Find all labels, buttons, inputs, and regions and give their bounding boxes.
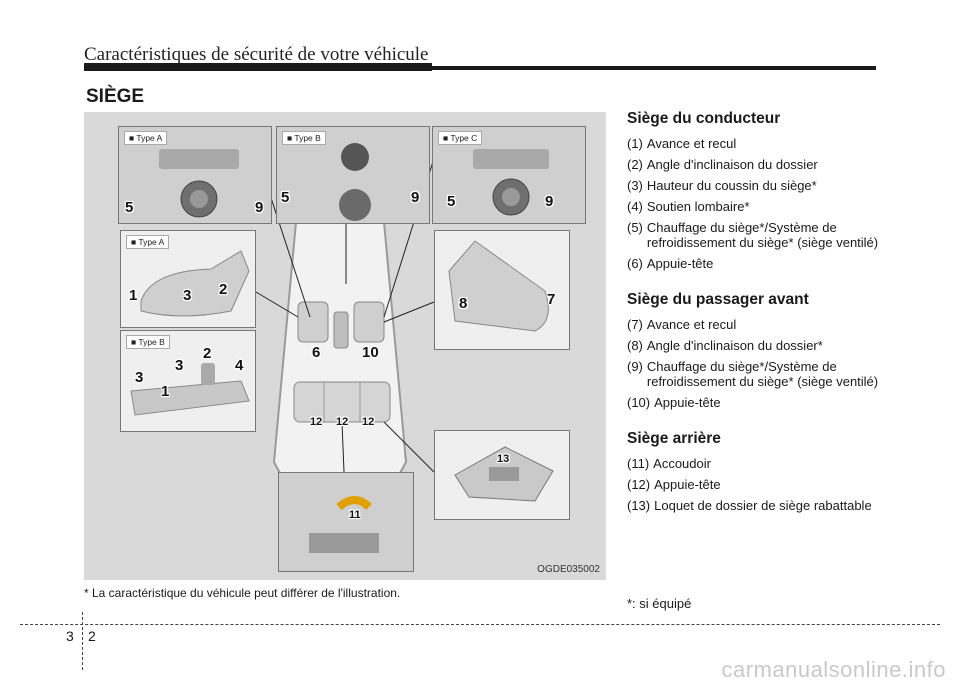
inset-passenger-seat: 8 7 (434, 230, 570, 350)
tag-type-c: ■ Type C (438, 131, 483, 145)
callout-12: 12 (336, 416, 349, 428)
tag-type-b: ■ Type B (282, 131, 326, 145)
header-rule (84, 66, 876, 70)
callout-12: 12 (310, 416, 323, 428)
tag-type-a: ■ Type A (126, 235, 170, 249)
callout-8: 8 (459, 295, 468, 312)
callout-5: 5 (125, 199, 134, 216)
armrest-arrow-icon (309, 496, 379, 553)
inset-console-type-b: ■ Type B 5 9 (276, 126, 430, 224)
list-item: (10)Appuie-tête (627, 395, 721, 410)
rear-seat-heading: Siège arrière (627, 430, 721, 447)
seat-icon (140, 250, 250, 317)
list-item: (13)Loquet de dossier de siège rabattabl… (627, 498, 872, 513)
illustration-note: * La caractéristique du véhicule peut di… (84, 586, 401, 600)
page-header-title: Caractéristiques de sécurité de votre vé… (84, 44, 429, 65)
climate-knob-icon (339, 143, 371, 221)
seat-controls-icon (130, 363, 250, 416)
list-item: (1)Avance et recul (627, 136, 737, 151)
callout-2: 2 (203, 345, 212, 362)
list-item: (5)Chauffage du siège*/Système de refroi… (627, 220, 879, 250)
inset-console-type-a: ■ Type A 5 9 (118, 126, 272, 224)
header-rule-accent (84, 63, 432, 71)
callout-7: 7 (547, 291, 556, 308)
tag-type-a: ■ Type A (124, 131, 168, 145)
list-item: (9)Chauffage du siège*/Système de refroi… (627, 359, 879, 389)
callout-9: 9 (545, 193, 554, 210)
callout-11: 11 (349, 509, 361, 521)
latch-icon (454, 446, 554, 502)
page-number: 2 (88, 628, 96, 644)
footer-divider (82, 612, 83, 670)
callout-3: 3 (175, 357, 184, 374)
footnote: *: si équipé (627, 596, 692, 611)
callout-4: 4 (235, 357, 244, 374)
driver-seat-heading: Siège du conducteur (627, 110, 781, 127)
callout-10: 10 (362, 344, 379, 361)
inset-driver-seat-type-b: ■ Type B 3 3 2 4 1 (120, 330, 256, 432)
list-item: (4)Soutien lombaire* (627, 199, 750, 214)
inset-seatback-latch: 13 (434, 430, 570, 520)
footer-rule (20, 624, 940, 625)
section-title: SIÈGE (86, 86, 145, 107)
callout-1: 1 (161, 383, 170, 400)
callout-6: 6 (312, 344, 321, 361)
callout-9: 9 (411, 189, 420, 206)
list-item: (11)Accoudoir (627, 456, 711, 471)
list-item: (8)Angle d'inclinaison du dossier* (627, 338, 823, 353)
passenger-seat-heading: Siège du passager avant (627, 291, 809, 308)
figure-code: OGDE035002 (537, 564, 600, 575)
callout-3: 3 (135, 369, 144, 386)
list-item: (3)Hauteur du coussin du siège* (627, 178, 817, 193)
callout-12: 12 (362, 416, 375, 428)
seat-icon (448, 240, 549, 332)
list-item: (6)Appuie-tête (627, 256, 714, 271)
callout-13: 13 (497, 453, 510, 465)
inset-driver-seat-type-a: ■ Type A 1 3 2 (120, 230, 256, 328)
inset-rear-armrest: 11 (278, 472, 414, 572)
callout-1: 1 (129, 287, 138, 304)
list-item: (2)Angle d'inclinaison du dossier (627, 157, 818, 172)
seat-legend: Siège du conducteur (1)Avance et recul (… (627, 110, 897, 519)
list-item: (12)Appuie-tête (627, 477, 721, 492)
seat-illustration: ■ Type A 5 9 ■ Type B 5 9 ■ Type C 5 9 ■… (84, 112, 606, 580)
page-chapter: 3 (66, 628, 74, 644)
callout-3: 3 (183, 287, 192, 304)
watermark: carmanualsonline.info (721, 657, 946, 682)
callout-5: 5 (447, 193, 456, 210)
car-top-view (255, 151, 437, 512)
tag-type-b: ■ Type B (126, 335, 170, 349)
callout-2: 2 (219, 281, 228, 298)
climate-knob-icon (159, 149, 239, 218)
list-item: (7)Avance et recul (627, 317, 737, 332)
callout-9: 9 (255, 199, 264, 216)
callout-5: 5 (281, 189, 290, 206)
inset-console-type-c: ■ Type C 5 9 (432, 126, 586, 224)
climate-knob-icon (473, 149, 549, 216)
